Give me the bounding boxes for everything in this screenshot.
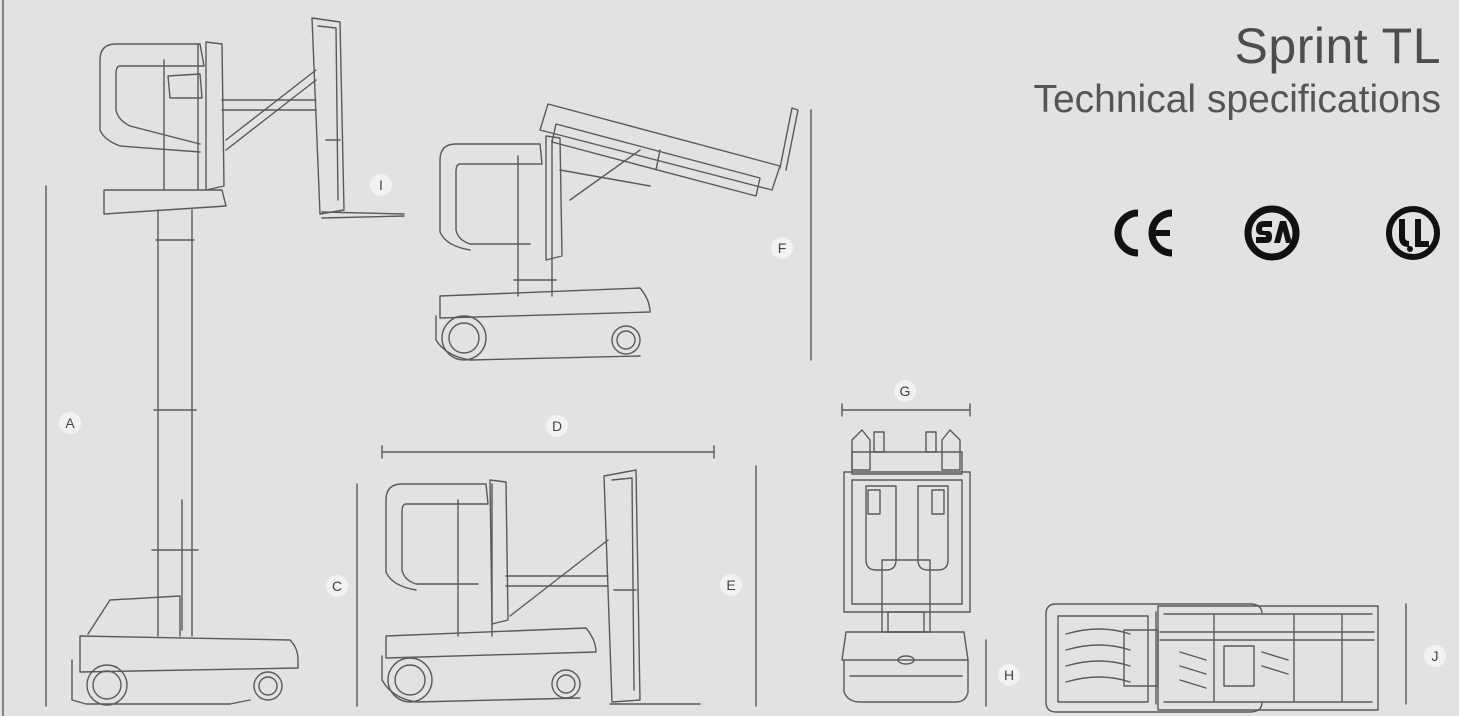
dimension-label-i: I	[370, 174, 392, 196]
dimension-label-h: H	[998, 664, 1020, 686]
dimension-label-d: D	[546, 415, 568, 437]
lift-tilted-side-view	[435, 103, 812, 361]
lift-lowered-side-view	[356, 445, 757, 707]
title-block: Sprint TL Technical specifications	[1033, 18, 1441, 122]
ce-mark-icon	[1114, 209, 1173, 257]
dimension-label-e: E	[720, 574, 742, 596]
page-title: Sprint TL	[1234, 18, 1441, 74]
dimension-label-g: G	[894, 380, 916, 402]
lift-front-view	[841, 403, 987, 707]
lift-extended-side-view	[45, 17, 405, 707]
dimension-label-a: A	[59, 412, 81, 434]
dimension-label-c: C	[326, 575, 348, 597]
lift-top-view	[1045, 603, 1407, 713]
dimension-label-f: F	[771, 237, 793, 259]
dimension-label-j: J	[1424, 645, 1446, 667]
page-subtitle: Technical specifications	[1033, 78, 1441, 121]
ul-mark-icon	[1386, 206, 1440, 260]
csa-mark-icon	[1244, 205, 1300, 261]
